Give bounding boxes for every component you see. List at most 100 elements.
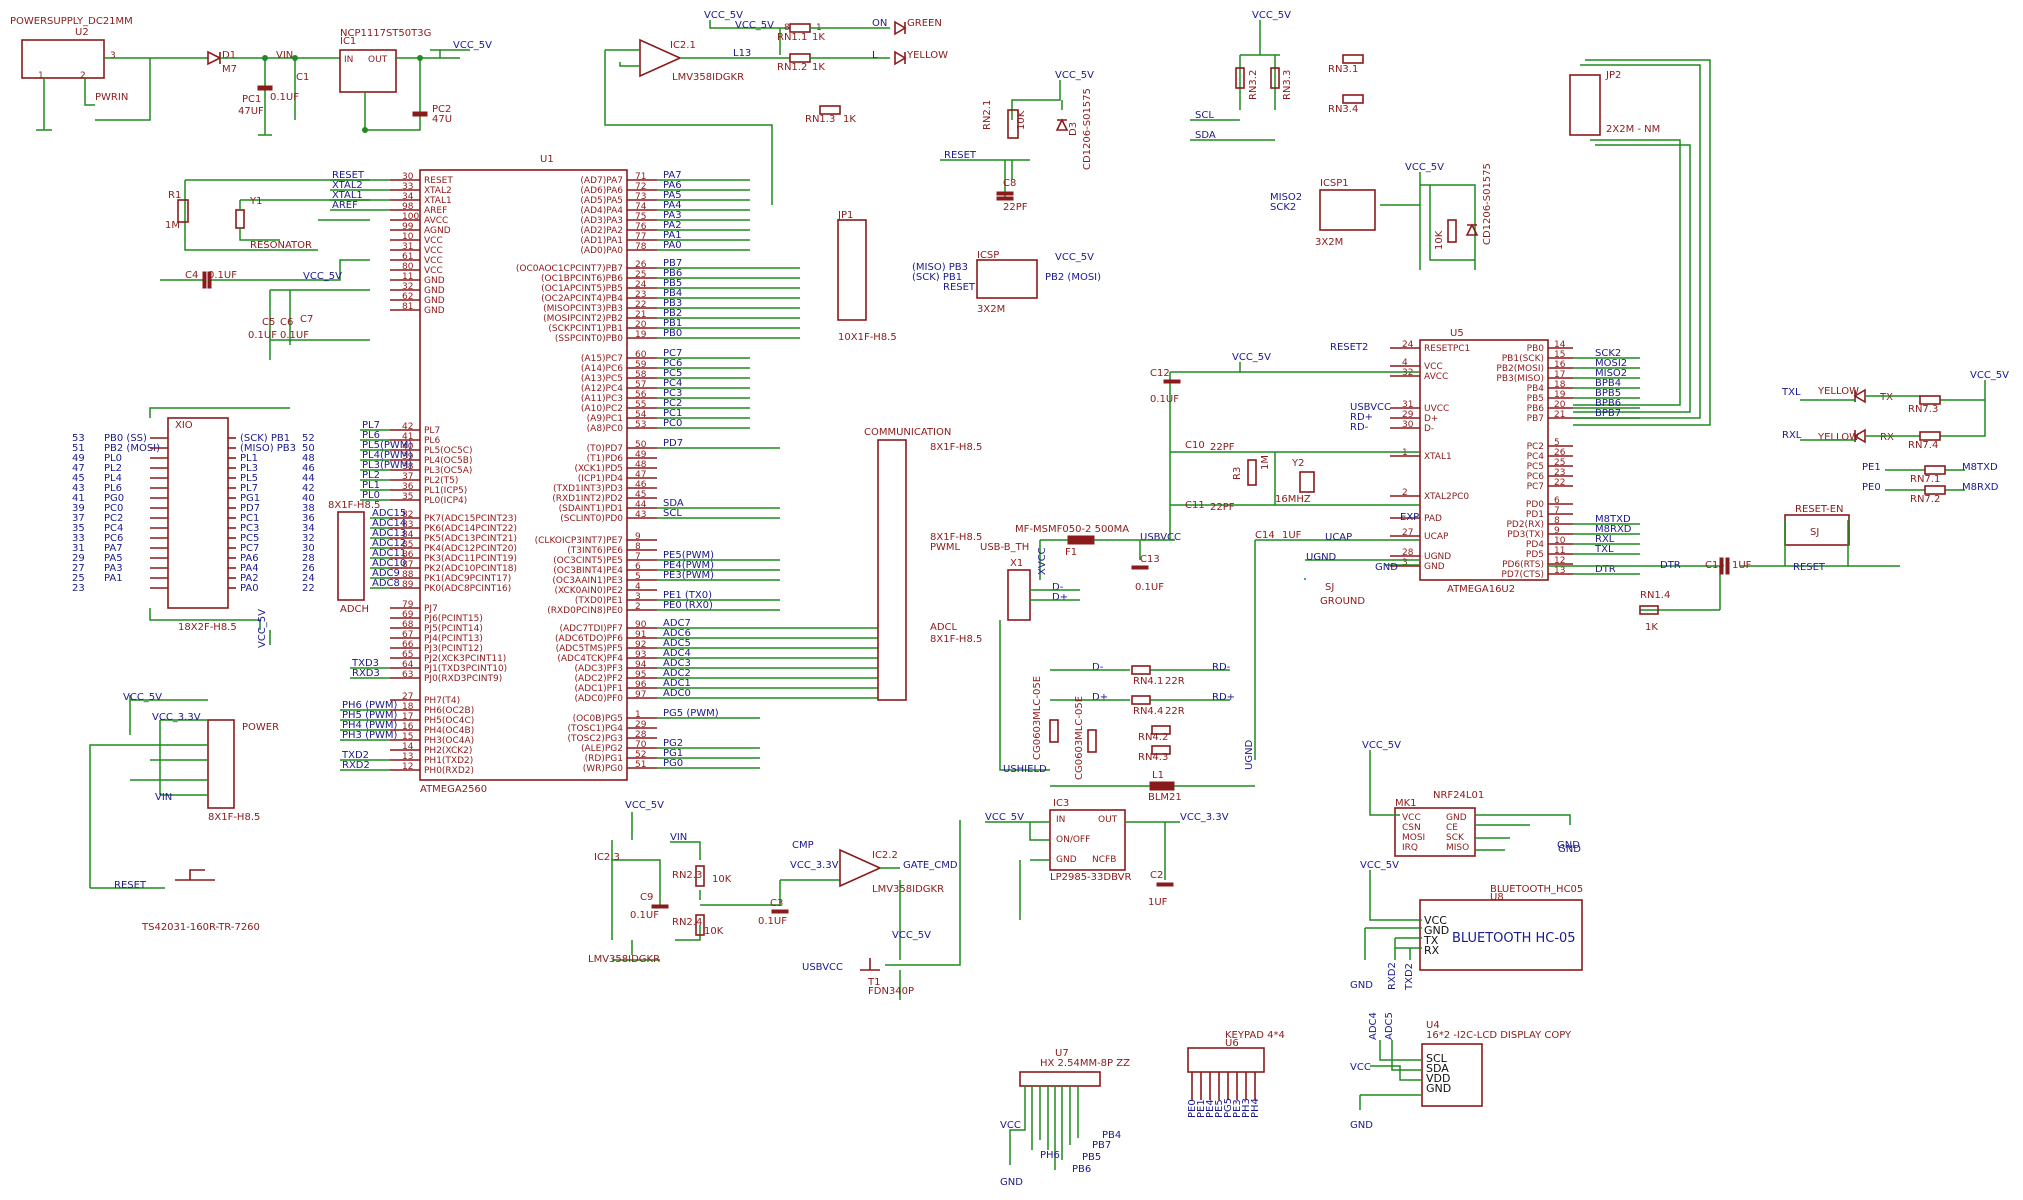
svg-text:C11: C11: [1185, 500, 1205, 511]
pin-number: 15: [1554, 350, 1565, 360]
xio-net-label: PD7: [240, 503, 260, 514]
svg-text:RESONATOR: RESONATOR: [250, 240, 312, 251]
pin-number: 18: [402, 702, 414, 712]
pin-number: 13: [402, 752, 413, 762]
net-label: ADC10: [372, 558, 406, 569]
net-label: M8RXD: [1595, 524, 1632, 535]
pin-number: 74: [635, 202, 647, 212]
pin-name: PJ4(PCINT13): [424, 634, 483, 644]
ic1-ref: IC1: [340, 36, 356, 47]
pin-number: 69: [402, 610, 414, 620]
reset-enable: RESET-EN SJ C15 1UF DTR RESET RN1.4 1K: [1548, 504, 1900, 633]
usb-connector: [1007, 569, 1031, 621]
pin-name: PJ7: [424, 604, 438, 614]
svg-text:OUT: OUT: [1098, 815, 1118, 825]
pin-number: 27: [402, 692, 413, 702]
pin-name: (ADC5TMS)PF5: [556, 644, 623, 654]
svg-text:VCC_3.3V: VCC_3.3V: [1180, 812, 1229, 823]
communication-header: COMMUNICATION 8X1F-H8.5 8X1F-H8.5 PWML A…: [864, 427, 982, 701]
pin-number: 72: [635, 182, 646, 192]
svg-text:IC2.2: IC2.2: [872, 850, 898, 861]
pin-number: 91: [635, 630, 646, 640]
pin-name: PL6: [424, 436, 440, 446]
svg-text:8X1F-H8.5: 8X1F-H8.5: [930, 532, 982, 543]
xio-pin-number: 51: [72, 443, 85, 454]
pin-name: (TOSC2)PG3: [568, 734, 623, 744]
svg-text:ADCH: ADCH: [340, 604, 369, 615]
net-label: RXD2: [342, 760, 370, 771]
svg-text:PB2 (MOSI): PB2 (MOSI): [1045, 272, 1101, 283]
pin-number: 76: [635, 222, 647, 232]
pin-name: PD6(RTS): [1502, 560, 1544, 570]
net-label: PE3(PWM): [663, 570, 714, 581]
icsp1-header: ICSP1 3X2M MISO2 SCK2 VCC_5V 10K CD1206-…: [1270, 162, 1493, 270]
bt-pin-label: GND: [1424, 924, 1449, 937]
net-label: RXD3: [352, 668, 380, 679]
pin-name: PL4(OC5B): [424, 456, 472, 466]
lcd-pin-label: VDD: [1426, 1072, 1450, 1085]
net-label: PE5(PWM): [663, 550, 714, 561]
svg-text:RN7.2: RN7.2: [1910, 494, 1940, 505]
svg-text:8X1F-H8.5: 8X1F-H8.5: [930, 442, 982, 453]
net-label: PG2: [663, 738, 683, 749]
pin-number: 15: [402, 732, 413, 742]
pin-name: (ICP1)PD4: [578, 474, 623, 484]
svg-text:RXD2: RXD2: [1387, 962, 1398, 990]
pin-name: (A10)PC2: [581, 404, 623, 414]
xio-pin-number: 30: [302, 543, 315, 554]
pin-name: (ALE)PG2: [581, 744, 623, 754]
svg-text:10K: 10K: [712, 874, 732, 885]
svg-text:SDA: SDA: [1195, 130, 1216, 141]
svg-text:CD1206-S01575: CD1206-S01575: [1482, 163, 1493, 245]
pin-number: 68: [402, 620, 414, 630]
svg-text:D+: D+: [1052, 592, 1068, 603]
pin-name: VCC: [424, 236, 443, 246]
pin-number: 44: [635, 500, 647, 510]
svg-text:D-: D-: [1092, 662, 1104, 673]
svg-text:(SCK) PB1: (SCK) PB1: [912, 272, 962, 283]
pin-name: UGND: [1424, 552, 1451, 562]
pin-name: GND: [424, 286, 445, 296]
svg-text:JP2: JP2: [1605, 70, 1621, 81]
pin-number: 58: [635, 370, 647, 380]
pin-number: 38: [402, 462, 414, 472]
svg-text:L13: L13: [733, 48, 751, 59]
pin-number: 49: [635, 450, 647, 460]
pin-name: PD7(CTS): [1501, 570, 1544, 580]
usb-power-switch: VCC_5V IC2.3 LMV358IDGKR C9 0.1UF VIN RN…: [588, 800, 961, 1000]
pin-name: (A14)PC6: [581, 364, 623, 374]
svg-text:C15: C15: [1705, 560, 1725, 571]
pin-name: PB6: [1527, 404, 1545, 414]
xio-pin-number: 44: [302, 473, 315, 484]
svg-text:RESET: RESET: [943, 282, 976, 293]
svg-text:ON/OFF: ON/OFF: [1056, 835, 1090, 845]
svg-text:2: 2: [80, 71, 86, 81]
net-label: TXD2: [341, 750, 369, 761]
pin-number: 39: [402, 452, 414, 462]
pin-number: 28: [1402, 548, 1414, 558]
pin-name: PC4: [1527, 452, 1545, 462]
net-label: PC1: [663, 408, 682, 419]
pin-number: 19: [1554, 390, 1566, 400]
pin-number: 59: [635, 360, 647, 370]
pin-name: (OC0AOC1CPCINT7)PB7: [516, 264, 623, 274]
pin-number: 26: [1554, 448, 1566, 458]
pin-name: PD4: [1526, 540, 1544, 550]
svg-text:0.1UF: 0.1UF: [248, 330, 277, 341]
pin-name: (T0)PD7: [587, 444, 623, 454]
pin-name: PAD: [1424, 514, 1442, 524]
u7-connector: U7 HX 2.54MM-8P ZZ VCC GND PH6 PB6 PB5 P…: [1000, 1048, 1130, 1188]
svg-text:U6: U6: [1225, 1038, 1239, 1049]
svg-text:R3: R3: [1232, 467, 1243, 480]
svg-text:RXL: RXL: [1782, 430, 1802, 441]
net-label: PA2: [663, 220, 682, 231]
svg-text:VCC_3.3V: VCC_3.3V: [790, 860, 839, 871]
pin-name: PD0: [1526, 500, 1544, 510]
pin-number: 13: [1554, 566, 1565, 576]
pin-number: 73: [635, 192, 646, 202]
svg-text:RX: RX: [1880, 432, 1894, 443]
